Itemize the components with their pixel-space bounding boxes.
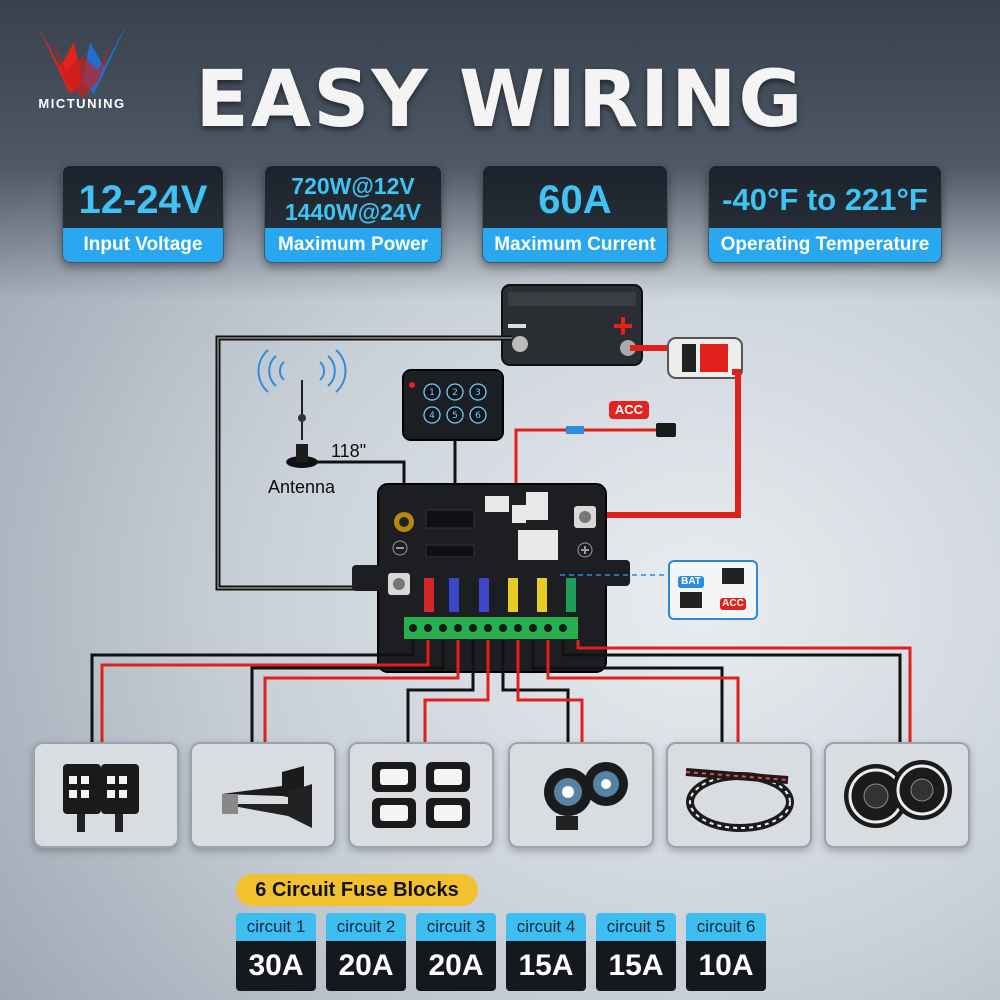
spec-operating-temperature: -40°F to 221°F Operating Temperature xyxy=(708,165,942,263)
panel-button-5: 5 xyxy=(452,411,458,421)
spec-label: Maximum Power xyxy=(265,228,441,262)
spec-label: Maximum Current xyxy=(483,228,667,262)
accessory-round-headlights xyxy=(824,742,970,848)
spec-value-line2: 1440W@24V xyxy=(284,199,422,225)
switch-position-bat xyxy=(680,592,702,608)
circuit-5: circuit 5 15A xyxy=(596,913,676,991)
minus-icon xyxy=(392,540,408,556)
breaker-to-hub-wire xyxy=(585,369,741,518)
panel-button-2: 2 xyxy=(452,388,458,398)
acc-label: ACC xyxy=(609,401,649,419)
spec-maximum-current: 60A Maximum Current xyxy=(482,165,668,263)
control-hub xyxy=(352,483,630,673)
plus-icon xyxy=(577,542,593,558)
spec-input-voltage: 12-24V Input Voltage xyxy=(62,165,224,263)
minus-icon xyxy=(508,324,526,328)
acc-tap xyxy=(656,423,676,437)
mictuning-logo xyxy=(36,22,128,98)
mode-switch xyxy=(526,492,548,520)
circuit-name: circuit 4 xyxy=(506,913,586,941)
spec-value-line1: 720W@12V xyxy=(291,173,415,199)
logo-inner xyxy=(52,42,112,98)
logo-text: MICTUNING xyxy=(38,96,126,111)
panel-button-3: 3 xyxy=(475,388,481,398)
acc-switch-label: ACC xyxy=(720,598,746,610)
panel-button-1: 1 xyxy=(429,388,435,398)
circuit-3: circuit 3 20A xyxy=(416,913,496,991)
circuit-2: circuit 2 20A xyxy=(326,913,406,991)
circuit-breaker xyxy=(667,337,743,379)
plus-icon xyxy=(614,317,632,335)
circuit-1: circuit 1 30A xyxy=(236,913,316,991)
panel-button-4: 4 xyxy=(429,411,435,421)
accessory-rock-lights xyxy=(348,742,494,848)
antenna-cable-length: 118" xyxy=(331,441,367,461)
led-pod-lights-icon xyxy=(63,764,139,832)
circuit-amps: 20A xyxy=(326,941,406,991)
antenna xyxy=(257,349,347,468)
fuse-row xyxy=(424,578,576,612)
circuit-amps: 20A xyxy=(416,941,496,991)
battery-negative-terminal xyxy=(512,336,528,352)
spec-value: -40°F to 221°F xyxy=(722,182,928,217)
switch-panel: 1 2 3 4 5 6 xyxy=(402,369,504,441)
acc-wire xyxy=(514,428,660,505)
accessory-air-horn xyxy=(190,742,336,848)
antenna-label: Antenna xyxy=(268,477,336,497)
spec-label: Operating Temperature xyxy=(709,228,941,262)
circuit-amps: 15A xyxy=(506,941,586,991)
circuit-name: circuit 2 xyxy=(326,913,406,941)
spec-value: 12-24V xyxy=(78,178,208,222)
circuit-amps: 10A xyxy=(686,941,766,991)
rock-lights-icon xyxy=(372,762,470,828)
battery xyxy=(501,284,643,366)
signal-waves-icon xyxy=(257,349,347,393)
round-headlights-icon xyxy=(844,760,952,828)
fuse-section-title: 6 Circuit Fuse Blocks xyxy=(236,874,478,906)
bat-acc-switch-detail: BAT ACC xyxy=(668,560,758,620)
circuit-amps: 15A xyxy=(596,941,676,991)
circuit-name: circuit 5 xyxy=(596,913,676,941)
circuit-name: circuit 6 xyxy=(686,913,766,941)
fog-lights-icon xyxy=(544,762,628,830)
circuit-name: circuit 3 xyxy=(416,913,496,941)
circuit-6: circuit 6 10A xyxy=(686,913,766,991)
circuit-amps: 30A xyxy=(236,941,316,991)
switch-position-acc xyxy=(722,568,744,584)
spec-value: 60A xyxy=(538,178,612,222)
acc-fuse-holder xyxy=(566,426,584,434)
spec-maximum-power: 720W@12V 1440W@24V Maximum Power xyxy=(264,165,442,263)
accessory-led-pod-lights xyxy=(33,742,179,848)
circuit-name: circuit 1 xyxy=(236,913,316,941)
accessory-fog-lights xyxy=(508,742,654,848)
bat-label: BAT xyxy=(678,576,704,588)
output-wires xyxy=(90,640,912,742)
circuit-4: circuit 4 15A xyxy=(506,913,586,991)
spec-value: 720W@12V 1440W@24V xyxy=(265,173,441,225)
page-title: EASY WIRING xyxy=(195,55,805,145)
air-horn-icon xyxy=(222,766,312,828)
led-strip-icon xyxy=(685,768,794,832)
accessory-led-strip xyxy=(666,742,812,848)
panel-connector xyxy=(485,496,509,512)
panel-button-6: 6 xyxy=(475,411,481,421)
spec-label: Input Voltage xyxy=(63,228,223,262)
battery-positive-terminal xyxy=(620,340,636,356)
